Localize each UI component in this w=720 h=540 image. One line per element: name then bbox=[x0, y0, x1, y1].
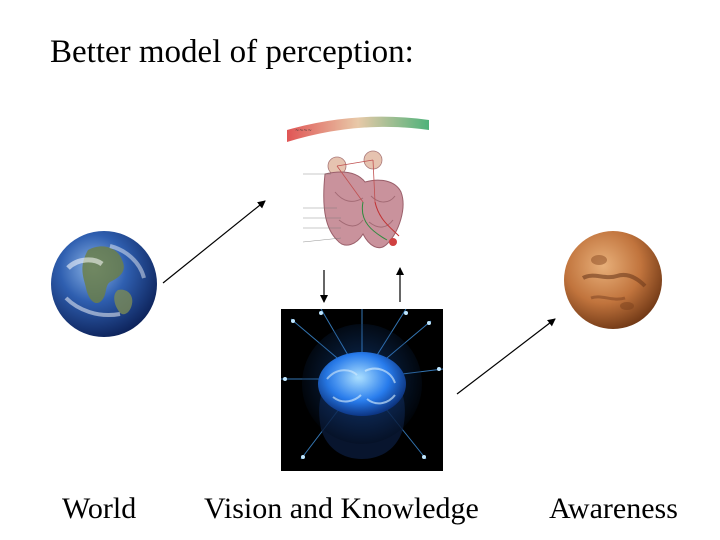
awareness-label: Awareness bbox=[549, 492, 678, 525]
glowing-brain-image bbox=[281, 308, 444, 471]
arrow-world-to-diagram bbox=[162, 200, 266, 284]
svg-text:~~~~: ~~~~ bbox=[295, 128, 312, 134]
world-label: World bbox=[62, 492, 137, 525]
slide-title: Better model of perception: bbox=[50, 34, 414, 70]
vision-knowledge-label: Vision and Knowledge bbox=[204, 492, 479, 525]
earth-image bbox=[51, 231, 157, 337]
brain-diagram-image: ~~~~ bbox=[287, 116, 429, 249]
arrow-brain-to-awareness bbox=[456, 318, 556, 395]
mars-image bbox=[564, 231, 662, 329]
